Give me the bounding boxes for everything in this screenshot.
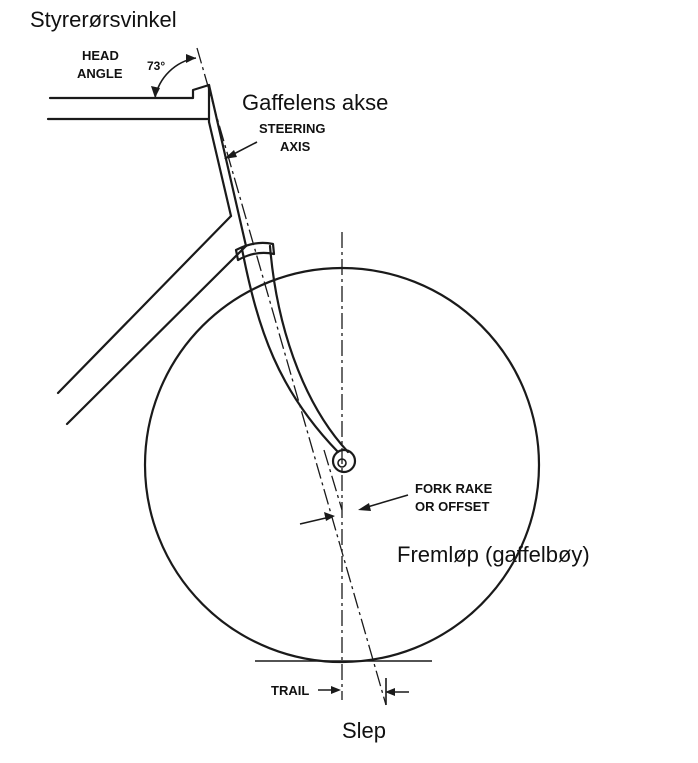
fork-rake-label-en-1: FORK RAKE xyxy=(415,481,493,496)
trail-label-en: TRAIL xyxy=(271,683,309,698)
trail-label-no: Slep xyxy=(342,718,386,743)
steering-axis-label-no: Gaffelens akse xyxy=(242,90,388,115)
fork-rake-label-en-2: OR OFFSET xyxy=(415,499,489,514)
head-angle-label-en-2: ANGLE xyxy=(77,66,123,81)
steering-axis-label-en-2: AXIS xyxy=(280,139,311,154)
fork xyxy=(234,241,357,474)
fork-offset-line xyxy=(323,449,343,511)
fork-rake-leader xyxy=(363,494,409,509)
head-angle-label-no: Styrerørsvinkel xyxy=(30,7,177,32)
bicycle-frame xyxy=(46,83,248,426)
head-angle-label-en-1: HEAD xyxy=(82,48,119,63)
fork-rake-label-no: Fremløp (gaffelbøy) xyxy=(397,542,590,567)
angle-value-label: 73° xyxy=(147,59,165,73)
trail-dimension xyxy=(318,678,409,705)
steering-axis-label-en-1: STEERING xyxy=(259,121,325,136)
